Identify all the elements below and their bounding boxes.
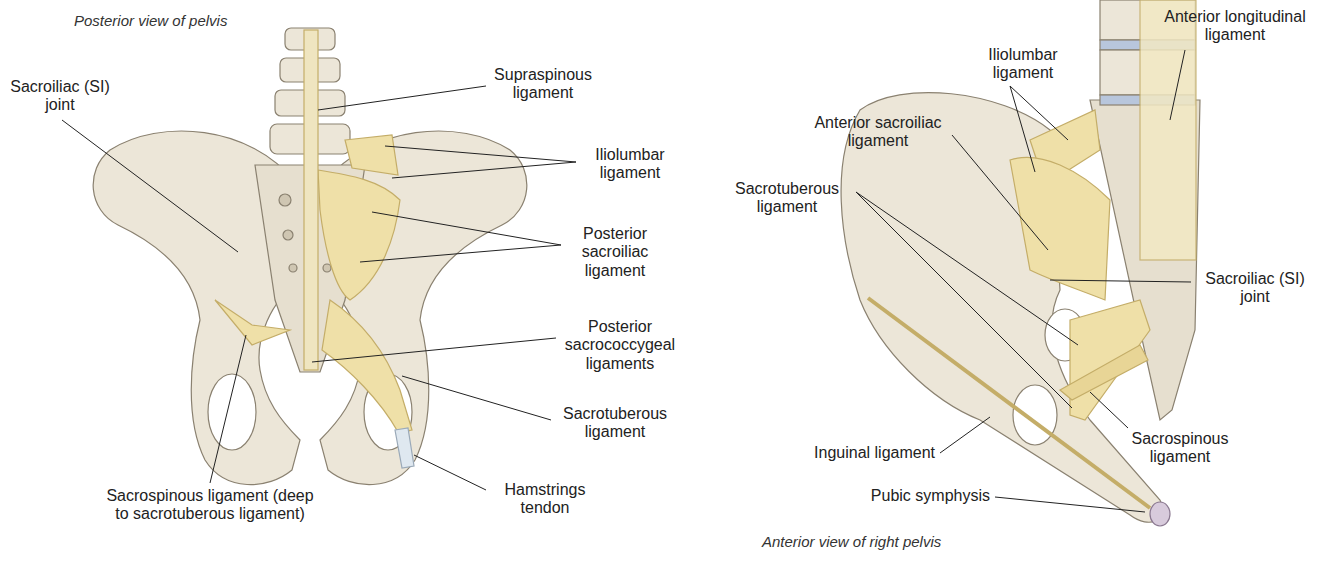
part-label: Hamstrings tendon — [490, 481, 600, 518]
part-label: Sacrotuberous ligament — [722, 180, 852, 217]
part-label: Sacrospinous ligament (deep to sacrotube… — [100, 487, 320, 524]
part-label: Iliolumbar ligament — [580, 146, 680, 183]
part-label: Anterior longitudinal ligament — [1150, 8, 1320, 45]
part-label: Sacrotuberous ligament — [555, 405, 675, 442]
part-label: Pubic symphysis — [850, 487, 990, 505]
part-label: Posterior sacroiliac ligament — [565, 225, 665, 280]
part-label: Inguinal ligament — [790, 444, 935, 462]
leader-lines — [62, 50, 1191, 512]
part-label: Sacroiliac (SI) joint — [1195, 270, 1315, 307]
posterior-pelvis — [93, 28, 527, 485]
part-label: Sacroiliac (SI) joint — [5, 78, 115, 115]
part-label: Anterior sacroiliac ligament — [808, 114, 948, 151]
part-label: Posterior sacrococcygeal ligaments — [560, 318, 680, 373]
view-title: Posterior view of pelvis — [74, 12, 374, 29]
part-label: Sacrospinous ligament — [1120, 430, 1240, 467]
part-label: Supraspinous ligament — [488, 66, 598, 103]
view-title: Anterior view of right pelvis — [762, 533, 1062, 550]
part-label: Iliolumbar ligament — [968, 46, 1078, 83]
